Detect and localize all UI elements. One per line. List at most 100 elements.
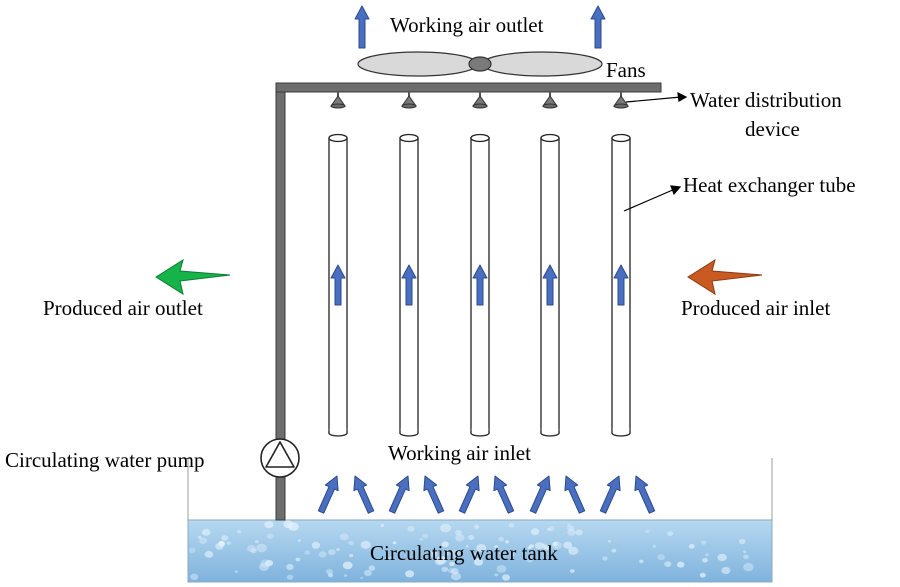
- circulating-water-tank-label: Circulating water tank: [370, 541, 558, 565]
- produced-air-outlet-label: Produced air outlet: [43, 296, 203, 320]
- water-droplet: [441, 541, 449, 548]
- water-droplet: [201, 528, 211, 536]
- water-droplet: [265, 560, 274, 567]
- working-air-outlet-label: Working air outlet: [390, 13, 544, 37]
- water-droplet: [197, 535, 202, 539]
- water-droplet: [326, 569, 333, 575]
- water-droplet: [552, 541, 558, 547]
- water-droplet: [407, 526, 415, 532]
- water-droplet: [221, 535, 229, 541]
- water-droplet: [449, 549, 460, 559]
- water-droplet: [505, 540, 510, 544]
- water-tank: [187, 458, 773, 583]
- water-droplet: [657, 554, 665, 561]
- tube-top: [328, 133, 348, 143]
- water-droplet: [348, 540, 354, 546]
- nozzle-rim: [613, 103, 629, 109]
- water-droplet: [445, 552, 449, 555]
- water-droplet: [218, 540, 225, 546]
- airflow-arrow: [493, 475, 515, 514]
- nozzle-rim: [472, 103, 488, 109]
- water-droplet: [188, 547, 196, 553]
- water-droplet: [405, 570, 415, 578]
- water-droplet: [552, 541, 562, 550]
- nozzle-icon: [472, 92, 488, 109]
- water-droplet: [255, 540, 259, 544]
- water-droplet: [328, 573, 333, 578]
- water-droplet: [286, 564, 294, 570]
- water-droplet: [267, 533, 274, 539]
- water-droplet: [435, 555, 447, 565]
- water-droplet: [547, 527, 551, 531]
- water-droplet: [422, 533, 429, 539]
- heat-exchanger-tube-label: Heat exchanger tube: [683, 173, 856, 197]
- airflow-arrow: [613, 264, 629, 306]
- tube-bottom-mask: [541, 428, 559, 433]
- water-droplet: [465, 545, 469, 548]
- tube-bottom-mask: [471, 428, 489, 433]
- water-droplet: [699, 572, 706, 578]
- water-droplet: [336, 548, 340, 552]
- water-droplet: [247, 544, 256, 553]
- water-droplet: [611, 548, 617, 553]
- water-droplet: [494, 573, 499, 577]
- water-droplet: [568, 546, 579, 556]
- water-droplet: [743, 554, 749, 560]
- tube-bottom-mask: [612, 428, 630, 433]
- airflow-arrow: [317, 475, 339, 514]
- water-droplet: [567, 528, 576, 536]
- water-droplet: [445, 549, 450, 553]
- water-droplet: [721, 566, 731, 575]
- water-droplet: [318, 551, 327, 558]
- airflow-arrow: [354, 5, 370, 49]
- water-droplet: [494, 545, 499, 549]
- airflow-arrow: [401, 264, 417, 306]
- water-droplet: [743, 562, 754, 572]
- water-droplet: [701, 540, 707, 545]
- airflow-arrow: [353, 475, 375, 514]
- water-droplet: [440, 523, 451, 533]
- water-droplet: [304, 550, 311, 555]
- heat-exchanger-tubes: [328, 133, 631, 437]
- water-droplet: [447, 568, 455, 574]
- water-droplet: [496, 565, 507, 573]
- water-droplet: [688, 544, 695, 549]
- water-droplet: [328, 549, 336, 556]
- water-droplet: [455, 529, 462, 536]
- water-droplet: [645, 529, 650, 534]
- water-droplet: [567, 525, 575, 531]
- circulating-water-pump-label: Circulating water pump: [5, 448, 205, 472]
- nozzle-icon: [401, 92, 417, 109]
- nozzle-rim: [542, 103, 558, 109]
- airflow-arrow: [529, 475, 551, 514]
- water-droplet: [388, 556, 393, 560]
- water-droplet: [392, 541, 397, 545]
- water-distribution-label-1: Water distribution: [690, 88, 842, 112]
- water-droplet: [534, 542, 544, 550]
- water-droplet: [199, 537, 208, 544]
- water-droplet: [743, 550, 747, 554]
- water-droplet: [190, 573, 199, 580]
- water-droplet: [283, 520, 294, 529]
- water-droplet: [250, 548, 257, 554]
- pump-icon: [260, 438, 300, 478]
- nozzle-rim: [330, 103, 346, 109]
- water-droplet: [476, 544, 487, 552]
- water-droplet: [311, 541, 321, 549]
- water-droplet: [295, 557, 301, 562]
- water-droplet: [434, 558, 444, 566]
- nozzle-rim: [401, 103, 417, 109]
- tube-top: [611, 133, 631, 143]
- water-droplet: [360, 576, 364, 580]
- water-droplet: [508, 523, 515, 528]
- airflow-arrow: [388, 475, 410, 514]
- water-droplet: [449, 561, 455, 567]
- airflow-arrow: [458, 475, 480, 514]
- water-droplet: [474, 558, 484, 566]
- airflow-arrow: [590, 5, 606, 49]
- water-droplet: [360, 540, 371, 550]
- produced-air-outlet-arrow: [155, 258, 231, 296]
- water-droplet: [474, 524, 480, 529]
